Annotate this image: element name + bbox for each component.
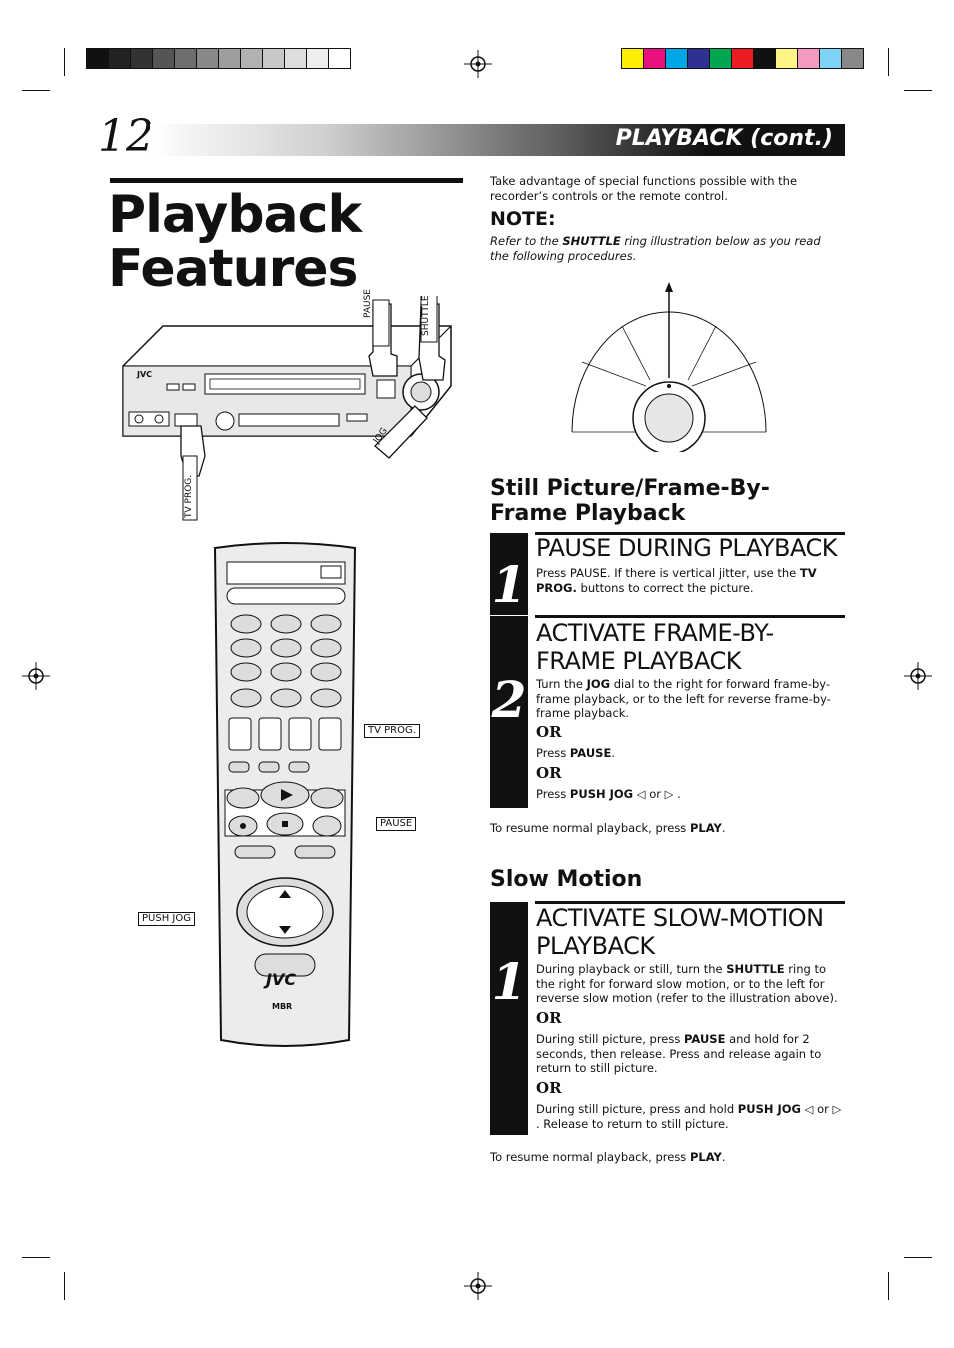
registration-mark-icon xyxy=(904,662,932,690)
step-title-line1: ACTIVATE SLOW-MOTION xyxy=(536,904,824,932)
registration-mark-icon xyxy=(464,1272,492,1300)
title-rule xyxy=(110,178,463,183)
alt-instruction: Press PAUSE. xyxy=(536,746,615,760)
calibration-swatch xyxy=(307,48,329,69)
calibration-swatch xyxy=(153,48,175,69)
alt-instruction: During still picture, press PAUSE and ho… xyxy=(536,1032,822,1075)
note-text: Refer to the SHUTTLE ring illustration b… xyxy=(490,234,821,263)
or-label: OR xyxy=(536,1079,562,1097)
page-number: 12 xyxy=(98,111,154,162)
step-text: During playback or still, turn the SHUTT… xyxy=(536,962,838,1005)
registration-mark-icon xyxy=(464,50,492,78)
vcr-pause-label: PAUSE xyxy=(363,289,373,318)
still-heading-line2: Frame Playback xyxy=(490,501,686,526)
calibration-swatch xyxy=(86,48,109,69)
or-label: OR xyxy=(536,764,562,782)
calibration-swatch xyxy=(732,48,754,69)
vcr-illustration xyxy=(122,296,452,521)
note-heading: NOTE: xyxy=(490,208,556,230)
alt-instruction: During still picture, press and hold PUS… xyxy=(536,1102,842,1131)
calibration-swatch xyxy=(109,48,131,69)
step-title-line2: FRAME PLAYBACK xyxy=(536,647,742,675)
crop-mark xyxy=(904,90,932,91)
calibration-swatch xyxy=(175,48,197,69)
remote-brand-label: JVC xyxy=(266,970,297,989)
vcr-brand-label: JVC xyxy=(137,370,153,379)
crop-mark xyxy=(64,1272,65,1300)
calibration-swatch xyxy=(776,48,798,69)
remote-push-jog-label: PUSH JOG xyxy=(138,912,195,926)
calibration-swatch xyxy=(754,48,776,69)
calibration-swatch xyxy=(666,48,688,69)
calibration-swatch xyxy=(219,48,241,69)
step-rule xyxy=(535,615,845,618)
step-number: 2 xyxy=(491,670,527,729)
step-text: Press PAUSE. If there is vertical jitter… xyxy=(536,566,817,595)
step-number: 1 xyxy=(491,555,527,614)
resume-text: To resume normal playback, press PLAY. xyxy=(490,1150,726,1164)
still-heading-line1: Still Picture/Frame-By- xyxy=(490,476,770,501)
calibration-swatch xyxy=(644,48,666,69)
page-title-line2: Features xyxy=(108,239,359,299)
alt-instruction: Press PUSH JOG ◁ or ▷ . xyxy=(536,787,681,801)
step-title: PAUSE DURING PLAYBACK xyxy=(536,534,838,562)
or-label: OR xyxy=(536,723,562,741)
calibration-swatch xyxy=(285,48,307,69)
page-title: Playback Features xyxy=(108,185,362,299)
header-band: PLAYBACK (cont.) xyxy=(150,124,845,156)
crop-mark xyxy=(888,48,889,76)
still-section-heading: Still Picture/Frame-By- Frame Playback xyxy=(490,476,770,526)
remote-sub-brand-label: MBR xyxy=(272,1002,293,1011)
remote-control-illustration xyxy=(213,542,357,1047)
calibration-swatch xyxy=(621,48,644,69)
crop-mark xyxy=(22,90,50,91)
step-title: ACTIVATE SLOW-MOTION PLAYBACK xyxy=(536,904,846,960)
calibration-swatch xyxy=(798,48,820,69)
calibration-swatch xyxy=(842,48,864,69)
vcr-tv-prog-label: TV PROG. xyxy=(184,474,194,518)
registration-mark-icon xyxy=(22,662,50,690)
crop-mark xyxy=(22,1257,50,1258)
calibration-swatch xyxy=(241,48,263,69)
step-title-line1: ACTIVATE FRAME-BY- xyxy=(536,619,774,647)
grayscale-calibration-bar xyxy=(86,48,351,69)
calibration-swatch xyxy=(263,48,285,69)
crop-mark xyxy=(904,1257,932,1258)
remote-tv-prog-label: TV PROG. xyxy=(364,724,420,738)
step-title-line2: PLAYBACK xyxy=(536,932,655,960)
calibration-swatch xyxy=(329,48,351,69)
resume-text: To resume normal playback, press PLAY. xyxy=(490,821,726,835)
calibration-swatch xyxy=(820,48,842,69)
section-title: PLAYBACK (cont.) xyxy=(615,126,833,151)
page-title-line1: Playback xyxy=(108,185,362,245)
step-number-block: 2 xyxy=(490,616,528,808)
shuttle-ring-illustration xyxy=(571,282,767,452)
vcr-shuttle-label: SHUTTLE xyxy=(421,295,431,336)
step-rule xyxy=(535,901,845,904)
crop-mark xyxy=(888,1272,889,1300)
step-number-block: 1 xyxy=(490,533,528,615)
or-label: OR xyxy=(536,1009,562,1027)
step-number: 1 xyxy=(491,952,527,1011)
intro-text: Take advantage of special functions poss… xyxy=(490,174,798,203)
step-rule xyxy=(535,532,845,535)
slow-section-heading: Slow Motion xyxy=(490,867,643,892)
calibration-swatch xyxy=(197,48,219,69)
calibration-swatch xyxy=(710,48,732,69)
color-calibration-bar xyxy=(621,48,864,69)
remote-pause-label: PAUSE xyxy=(376,817,417,831)
step-text: Turn the JOG dial to the right for forwa… xyxy=(536,677,831,720)
step-title: ACTIVATE FRAME-BY- FRAME PLAYBACK xyxy=(536,619,846,675)
crop-mark xyxy=(64,48,65,76)
calibration-swatch xyxy=(131,48,153,69)
calibration-swatch xyxy=(688,48,710,69)
step-number-block: 1 xyxy=(490,902,528,1135)
